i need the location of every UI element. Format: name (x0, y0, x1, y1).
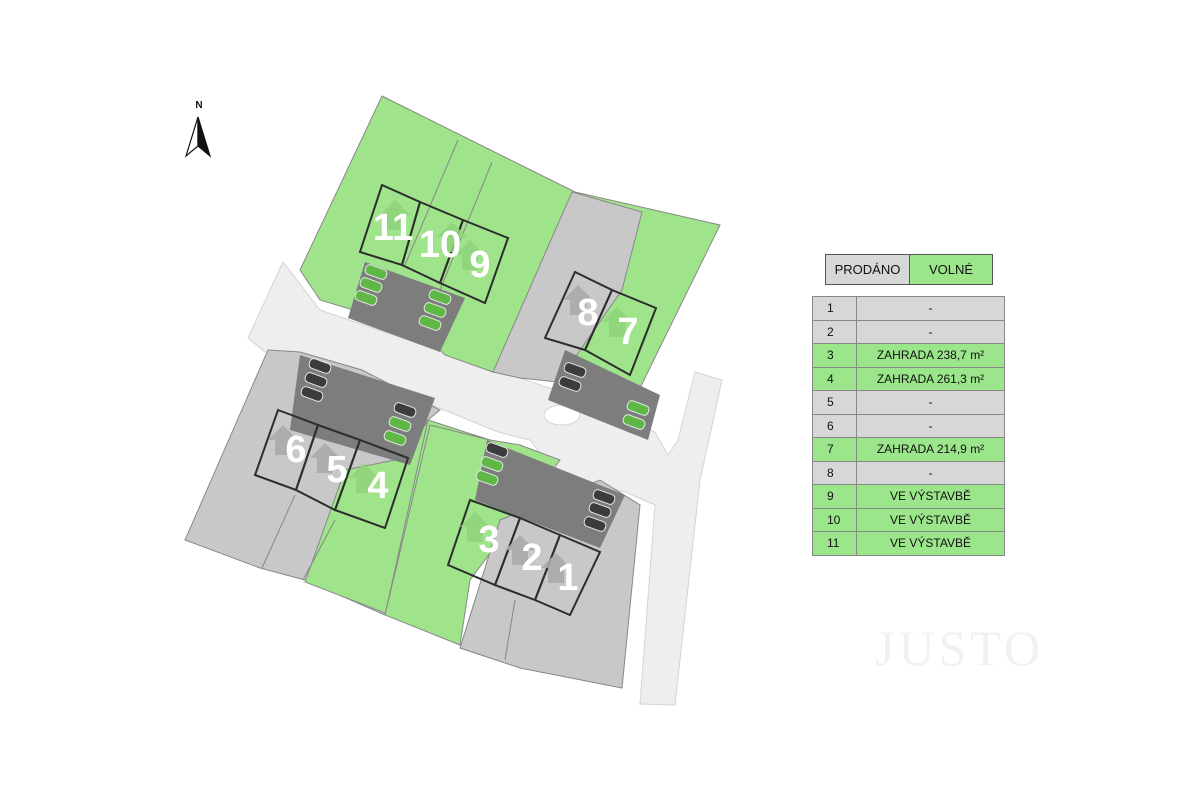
parking-spots (300, 264, 650, 532)
plot-row-number: 5 (812, 390, 857, 415)
house-entry-icon (563, 285, 593, 315)
house-entry-icon (455, 240, 485, 270)
plot-number-7: 7 (617, 311, 638, 353)
parking-spot-mark (354, 290, 378, 306)
parking-spot-mark (359, 277, 383, 293)
plot-row-note: VE VÝSTAVBĚ (856, 484, 1005, 509)
plot-number-9: 9 (469, 244, 490, 286)
plot-row-note: ZAHRADA 238,7 m² (856, 343, 1005, 368)
parking-spot-mark (364, 264, 388, 280)
plot-row-note: VE VÝSTAVBĚ (856, 531, 1005, 556)
north-arrow-icon (184, 116, 199, 158)
plot-row: 2- (812, 319, 1005, 344)
parking-spot-mark (480, 456, 504, 472)
parking-spot-mark (475, 470, 499, 486)
plot-row-number: 2 (812, 319, 857, 344)
plot-row-number: 8 (812, 460, 857, 485)
parking-spot-mark (622, 414, 646, 430)
entry-marks (268, 200, 632, 583)
plot-number-4: 4 (367, 465, 388, 507)
plot-row-number: 4 (812, 366, 857, 391)
parking-spot-mark (588, 502, 612, 518)
plot-row-note: ZAHRADA 214,9 m² (856, 437, 1005, 462)
legend-sold: PRODÁNO (826, 255, 910, 284)
plot-row-note: - (856, 413, 1005, 438)
plot-row: 6- (812, 413, 1005, 438)
parking-spot-mark (592, 489, 616, 505)
house-entry-icon (437, 222, 467, 252)
house-entry-icon (460, 512, 490, 542)
plot-number-11: 11 (373, 207, 413, 249)
plot-number-8: 8 (577, 292, 598, 334)
plot-number-3: 3 (478, 519, 499, 561)
plot-row-note: - (856, 296, 1005, 321)
house-outline-9 (438, 218, 510, 305)
plot-row: 8- (812, 460, 1005, 485)
plot-row: 1- (812, 296, 1005, 321)
plot-row-number: 10 (812, 507, 857, 532)
parking-spot-mark (423, 302, 447, 318)
plot-number-10: 10 (419, 224, 461, 266)
house-outline-1 (533, 533, 602, 617)
house-entry-icon (310, 443, 340, 473)
house-entry-icon (380, 200, 410, 230)
plot-row-note: - (856, 460, 1005, 485)
plot-row-number: 11 (812, 531, 857, 556)
parking-spot-mark (563, 362, 587, 378)
house-entry-icon (268, 425, 298, 455)
parking-spot-mark (393, 402, 417, 418)
plot-number-1: 1 (557, 557, 578, 599)
house-entry-icon (541, 553, 571, 583)
plot-row-note: - (856, 390, 1005, 415)
house-outline-7 (583, 288, 658, 377)
house-entry-icon (505, 535, 535, 565)
watermark-logo: JUSTO (875, 620, 1044, 676)
plot-row-number: 7 (812, 437, 857, 462)
parking-spot-mark (428, 289, 452, 305)
plot-number-5: 5 (326, 449, 347, 491)
plot-row-number: 1 (812, 296, 857, 321)
parking-spot-mark (626, 400, 650, 416)
parking-spot-mark (308, 358, 332, 374)
plot-row-number: 9 (812, 484, 857, 509)
north-arrow: N (184, 100, 212, 158)
house-entry-icon (349, 463, 379, 493)
plot-row-note: - (856, 319, 1005, 344)
plot-row-number: 3 (812, 343, 857, 368)
parking-spot-mark (583, 516, 607, 532)
plot-number-labels: 11 10 9 8 7 6 5 4 3 2 1 (285, 207, 638, 599)
parking-spot-mark (383, 430, 407, 446)
north-label: N (195, 100, 202, 111)
house-outline-4 (333, 438, 410, 530)
plot-row-note: ZAHRADA 261,3 m² (856, 366, 1005, 391)
plot-number-6: 6 (285, 429, 306, 471)
parking-spot-mark (388, 416, 412, 432)
parking-spot-mark (558, 376, 582, 392)
house-outlines (253, 183, 658, 617)
plot-row: 5- (812, 390, 1005, 415)
legend-available: VOLNÉ (910, 255, 992, 284)
plot-row-note: VE VÝSTAVBĚ (856, 507, 1005, 532)
parking-spot-mark (418, 315, 442, 331)
parking-spot-mark (304, 372, 328, 388)
parking-spot-mark (300, 386, 324, 402)
parking-spot-mark (485, 442, 509, 458)
plot-row-number: 6 (812, 413, 857, 438)
house-entry-icon (602, 307, 632, 337)
status-legend: PRODÁNO VOLNÉ (825, 254, 993, 285)
plot-number-2: 2 (521, 537, 542, 579)
